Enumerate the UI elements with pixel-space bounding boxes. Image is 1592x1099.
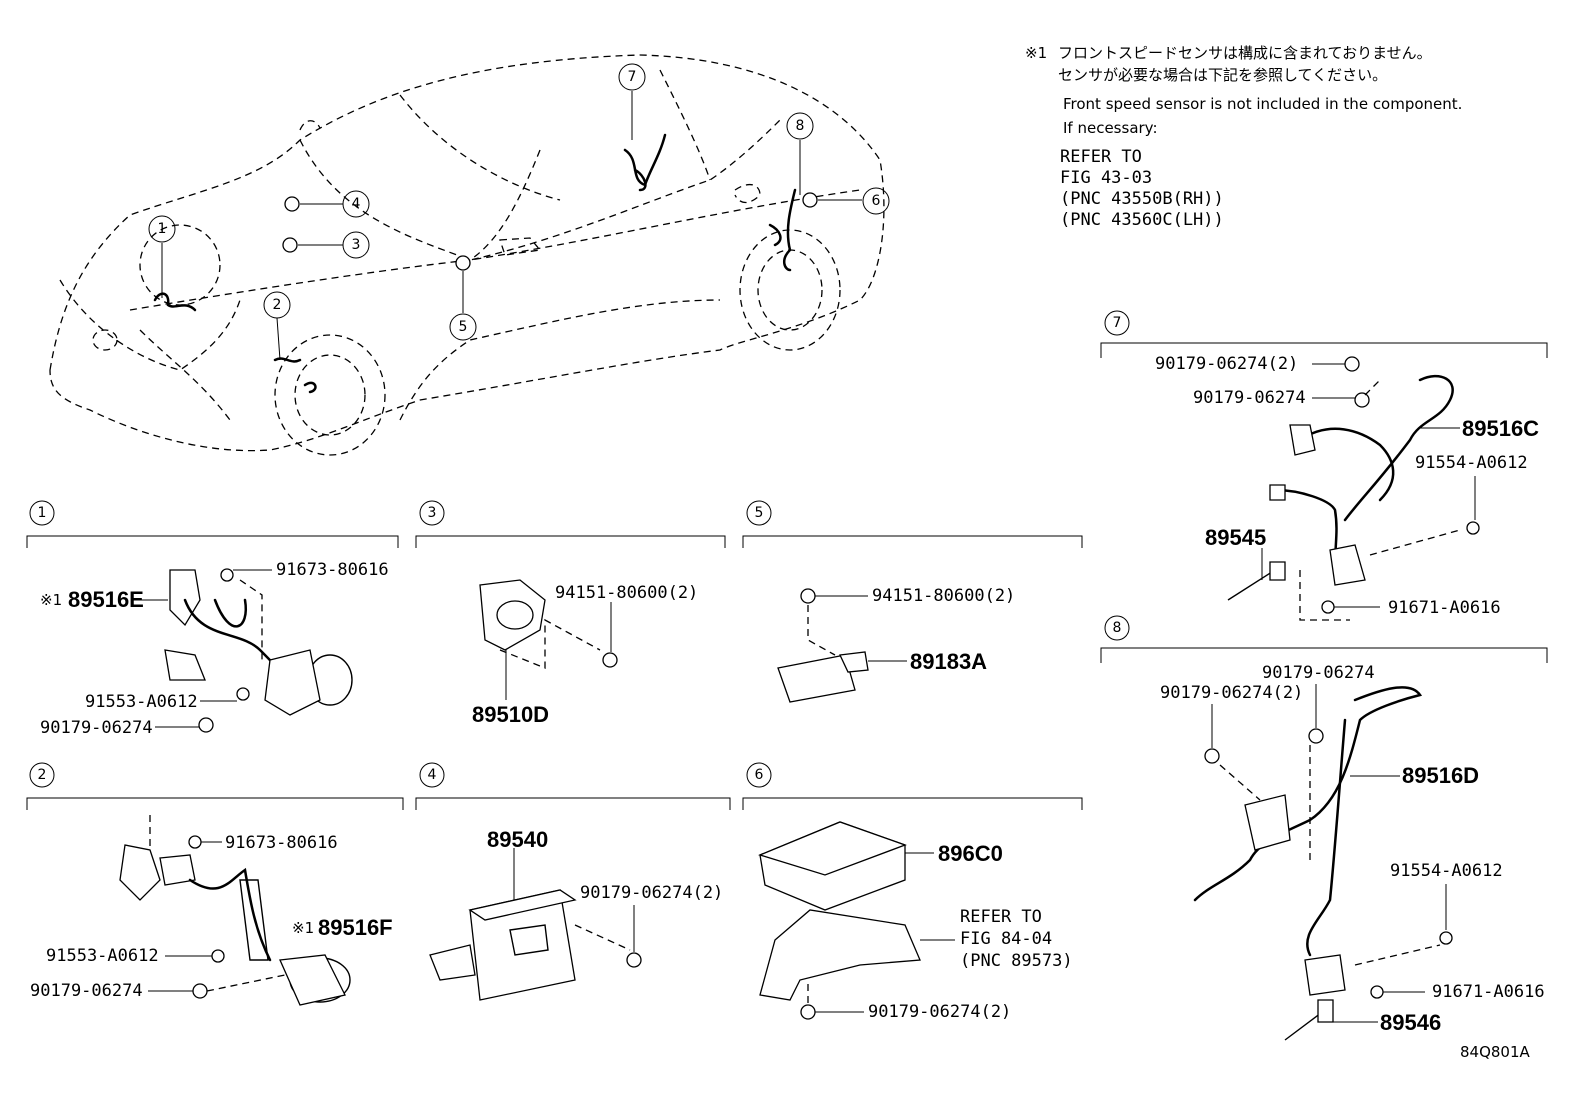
group-3: 3 94151-80600(2) 89510D [415, 500, 726, 727]
g3-part-main: 89510D [472, 702, 549, 727]
group-5-label: 5 [755, 505, 764, 521]
note-jp-line1: フロントスピードセンサは構成に含まれておりません。 [1058, 44, 1432, 62]
group-7-label: 7 [1113, 315, 1122, 331]
note-mark: ※1 [1025, 44, 1047, 62]
g6-ref-line1: REFER TO [960, 907, 1042, 927]
g5-part-main: 89183A [910, 649, 987, 674]
note-block: ※1 フロントスピードセンサは構成に含まれておりません。 センサが必要な場合は下… [1025, 44, 1462, 230]
callout-5: 5 [459, 319, 468, 335]
g8-nut2-label: 90179-06274(2) [1160, 683, 1303, 703]
g6-ref-line2: FIG 84-04 [960, 929, 1052, 949]
g1-bolt1-label: 91673-80616 [276, 560, 389, 580]
locator-dots [282, 192, 818, 271]
callout-1: 1 [158, 221, 167, 237]
note-jp-line2: センサが必要な場合は下記を参照してください。 [1058, 66, 1387, 84]
g8-bolt1-label: 91554-A0612 [1390, 861, 1503, 881]
note-ref-line3: (PNC 43550B(RH)) [1060, 189, 1224, 209]
group-1: 1 91673-80616 ※1 89516E 91553-A0612 9017… [26, 500, 399, 738]
g1-part-main: 89516E [68, 587, 144, 612]
note-en-line2: If necessary: [1063, 119, 1158, 137]
group-6: 6 896C0 REFER TO FIG 84-04 (PNC 89573) 9… [742, 762, 1083, 1022]
g7-bolt1-label: 91554-A0612 [1415, 453, 1528, 473]
g7-bolt2-label: 91671-A0616 [1388, 598, 1501, 618]
g8-part-main: 89516D [1402, 763, 1479, 788]
g7-nut2-label: 90179-06274 [1193, 388, 1306, 408]
callout-2: 2 [273, 297, 282, 313]
car-callout-leaders [161, 91, 862, 361]
g7-part-main: 89516C [1462, 416, 1539, 441]
g2-mark: ※1 [292, 919, 314, 937]
g8-sensor-label: 89546 [1380, 1010, 1441, 1035]
g6-part-main: 896C0 [938, 841, 1003, 866]
group-4-label: 4 [428, 767, 437, 783]
g7-sensor-label: 89545 [1205, 525, 1266, 550]
callout-6: 6 [872, 193, 881, 209]
g2-part-main: 89516F [318, 915, 393, 940]
callout-3: 3 [352, 237, 361, 253]
group-2: 2 91673-80616 ※1 89516F 91553-A0612 9017… [26, 762, 404, 1006]
g2-bolt1-label: 91673-80616 [225, 833, 338, 853]
g6-ref-line3: (PNC 89573) [960, 951, 1073, 971]
group-4: 4 89540 90179-06274(2) [415, 762, 731, 1001]
note-en-line1: Front speed sensor is not included in th… [1063, 95, 1462, 113]
g4-part-main: 89540 [487, 827, 548, 852]
g1-bolt2-label: 91553-A0612 [85, 692, 198, 712]
group-5: 5 94151-80600(2) 89183A [742, 500, 1083, 703]
group-3-label: 3 [428, 505, 437, 521]
group-1-label: 1 [38, 505, 47, 521]
g3-nut-label: 94151-80600(2) [555, 583, 698, 603]
note-ref-line2: FIG 43-03 [1060, 168, 1152, 188]
group-2-label: 2 [38, 767, 47, 783]
group-6-label: 6 [755, 767, 764, 783]
callout-7: 7 [628, 69, 637, 85]
figure-id: 84Q801A [1460, 1043, 1531, 1061]
g7-nut1-label: 90179-06274(2) [1155, 354, 1298, 374]
g4-nut-label: 90179-06274(2) [580, 883, 723, 903]
g8-nut1-label: 90179-06274 [1262, 663, 1375, 683]
g1-mark: ※1 [40, 591, 62, 609]
g2-bolt2-label: 91553-A0612 [46, 946, 159, 966]
g5-nut-label: 94151-80600(2) [872, 586, 1015, 606]
callout-4: 4 [352, 196, 361, 212]
g8-bolt2-label: 91671-A0616 [1432, 982, 1545, 1002]
note-ref-line4: (PNC 43560C(LH)) [1060, 210, 1224, 230]
group-8: 8 90179-06274 90179-06274(2) 89516D 9155… [1100, 615, 1548, 1041]
group-8-label: 8 [1113, 620, 1122, 636]
group-7: 7 90179-06274(2) 90179-06274 89516C 9155… [1100, 310, 1548, 621]
car-callouts: 1 2 3 4 5 6 7 8 [148, 63, 890, 341]
g6-nut-label: 90179-06274(2) [868, 1002, 1011, 1022]
g1-nut-label: 90179-06274 [40, 718, 153, 738]
callout-8: 8 [796, 118, 805, 134]
note-ref-line1: REFER TO [1060, 147, 1142, 167]
g2-nut-label: 90179-06274 [30, 981, 143, 1001]
car-illustration [49, 54, 885, 456]
